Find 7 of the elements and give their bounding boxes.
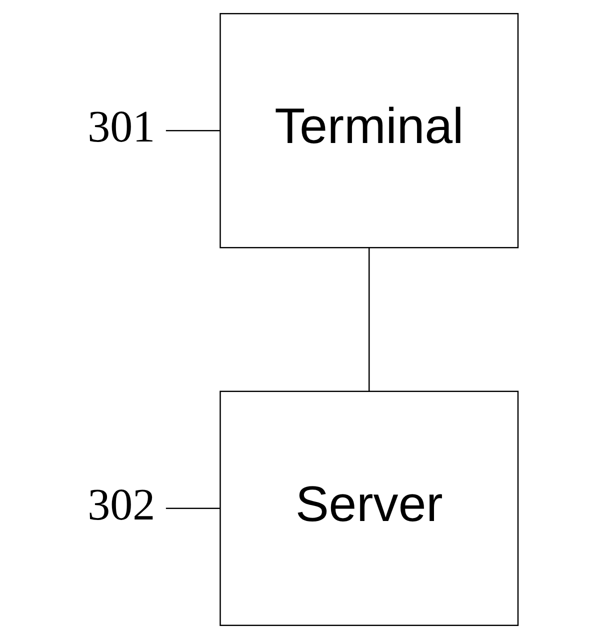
connector xyxy=(166,130,220,132)
node-text: 302 xyxy=(88,479,156,530)
node-text: 301 xyxy=(88,102,156,152)
connector xyxy=(166,508,220,510)
connector xyxy=(368,248,370,392)
node-box: Server xyxy=(220,390,519,626)
node-box: Terminal xyxy=(220,13,519,248)
